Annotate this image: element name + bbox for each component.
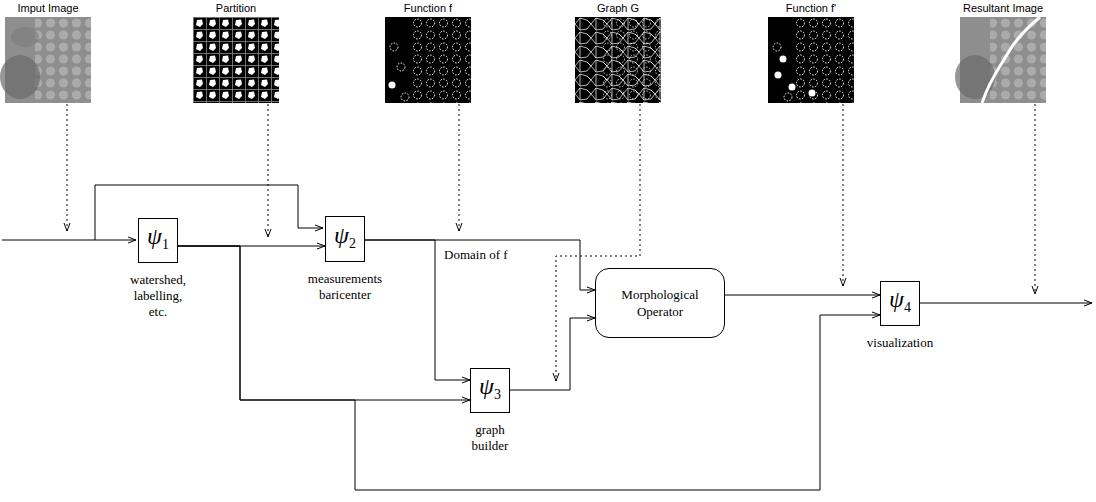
image-panel: Partition [193, 17, 279, 103]
block-caption: visualization [850, 335, 950, 351]
input-wire [2, 240, 136, 241]
output-wire [920, 303, 1092, 304]
image-panel: Resultant Image [960, 17, 1046, 103]
block-symbol: ψ2 [334, 222, 356, 257]
resultant-image [955, 17, 1046, 103]
leader-line [556, 104, 640, 381]
image-panel: Function f [385, 17, 471, 103]
signal-connector [365, 240, 595, 290]
process-box: ψ1watershed, labelling, etc. [138, 218, 178, 263]
subscript-index: 1 [162, 237, 169, 252]
panel-title: Imput Image [0, 2, 141, 15]
signal-connector [725, 295, 880, 296]
leader-line [843, 104, 844, 286]
leader-lines [67, 104, 1035, 381]
panel-title: Function f' [718, 2, 904, 15]
image-panel: Function f' [768, 17, 854, 103]
function-f-prime-image [768, 17, 854, 103]
subscript-index: 2 [349, 236, 356, 251]
block-caption: watershed, labelling, etc. [126, 272, 190, 320]
function-f-image [385, 17, 471, 103]
panel-title: Graph G [525, 2, 711, 15]
signal-connector [178, 246, 470, 400]
leader-line [459, 104, 460, 231]
block-caption: graph builder [465, 422, 515, 454]
block-symbol: ψ4 [889, 286, 911, 321]
panel-title: Function f [335, 2, 521, 15]
leader-line [67, 104, 68, 231]
branch-wire [95, 185, 323, 240]
subscript-index: 3 [494, 387, 501, 402]
box-label: Morphological Operator [596, 286, 724, 320]
leader-line [268, 104, 269, 237]
signal-connector [178, 246, 880, 490]
image-panel: Imput Image [5, 17, 91, 103]
image-panel: Graph G [575, 17, 661, 103]
subscript-index: 4 [904, 300, 911, 315]
block-symbol: ψ3 [479, 373, 501, 408]
input-image [0, 17, 91, 103]
panel-title: Partition [143, 2, 329, 15]
panel-title: Resultant Image [910, 2, 1096, 15]
signal-connector [510, 318, 595, 390]
process-box: ψ2measurements baricenter [325, 216, 365, 262]
block-symbol: ψ1 [147, 223, 169, 258]
partition-image [193, 17, 279, 103]
process-box: ψ4visualization [880, 281, 920, 326]
block-caption: measurements baricenter [300, 271, 390, 303]
process-box: ψ3graph builder [470, 368, 510, 413]
leader-line [1035, 104, 1036, 294]
operator-box: Morphological Operator [595, 268, 725, 338]
graph-image [575, 17, 661, 103]
wire-label: Domain of f [443, 247, 509, 263]
